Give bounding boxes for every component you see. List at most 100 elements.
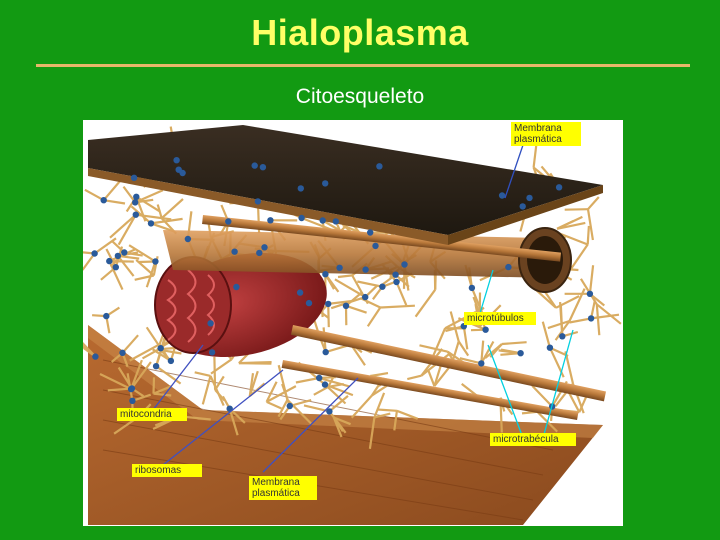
- ribosome-dot: [158, 345, 164, 351]
- filament-strand: [154, 377, 155, 393]
- filament-strand: [162, 199, 183, 218]
- ribosome-dot: [520, 203, 526, 209]
- ribosome-dot: [131, 175, 137, 181]
- filament-strand: [464, 326, 468, 349]
- ribosome-dot: [255, 198, 261, 204]
- ribosome-dot: [392, 272, 398, 278]
- filament-strand: [314, 387, 329, 395]
- ribosome-dot: [478, 360, 484, 366]
- ribosome-dot: [336, 265, 342, 271]
- title-underline: [36, 64, 690, 67]
- filament-strand: [328, 304, 329, 327]
- ribosome-dot: [587, 291, 593, 297]
- ribosome-dot: [152, 258, 158, 264]
- filament-strand: [104, 180, 121, 200]
- ribosome-dot: [121, 249, 127, 255]
- filament-strand: [239, 362, 272, 363]
- filament-strand: [85, 190, 104, 200]
- filament-strand: [195, 372, 211, 376]
- filament-strand: [352, 396, 372, 418]
- ribosome-dot: [260, 164, 266, 170]
- label-mitocondria: mitocondria: [117, 408, 187, 421]
- filament-strand: [119, 215, 136, 245]
- ribosome-dot: [233, 284, 239, 290]
- filament-strand: [296, 378, 319, 383]
- filament-strand: [104, 200, 125, 203]
- ribosome-dot: [128, 386, 134, 392]
- ribosome-dot: [132, 199, 138, 205]
- ribosome-dot: [333, 218, 339, 224]
- cytoskeleton-illustration: Membrana plasmática microtúbulos mitocon…: [83, 120, 623, 526]
- ribosome-dot: [499, 192, 505, 198]
- ribosome-dot: [225, 218, 231, 224]
- ribosome-dot: [209, 349, 215, 355]
- label-microtrabecula: microtrabécula: [490, 433, 576, 446]
- ribosome-dot: [505, 264, 511, 270]
- filament-strand: [407, 376, 421, 379]
- ribosome-dot: [322, 271, 328, 277]
- ribosome-dot: [113, 264, 119, 270]
- filament-strand: [416, 290, 436, 317]
- filament-strand: [571, 245, 588, 269]
- ribosome-dot: [362, 266, 368, 272]
- ribosome-dot: [372, 243, 378, 249]
- ribosome-dot: [103, 313, 109, 319]
- ribosome-dot: [231, 249, 237, 255]
- filament-strand: [374, 393, 384, 418]
- filament-strand: [588, 197, 599, 209]
- ribosome-dot: [101, 197, 107, 203]
- ribosome-dot: [176, 167, 182, 173]
- ribosome-dot: [148, 220, 154, 226]
- ribosome-dot: [106, 258, 112, 264]
- filament-strand: [118, 256, 134, 276]
- filament-strand: [565, 209, 588, 210]
- ribosome-dot: [92, 353, 98, 359]
- label-membrana-plasmatica-top: Membrana plasmática: [511, 122, 581, 146]
- ribosome-dot: [322, 381, 328, 387]
- filament-strand: [357, 282, 382, 287]
- filament-strand: [428, 370, 434, 386]
- ribosome-dot: [547, 345, 553, 351]
- ribosome-dot: [367, 229, 373, 235]
- ribosome-dot: [173, 157, 179, 163]
- ribosome-dot: [133, 194, 139, 200]
- ribosome-dot: [376, 163, 382, 169]
- ribosome-dot: [91, 250, 97, 256]
- ribosome-dot: [287, 403, 293, 409]
- ribosome-dot: [482, 327, 488, 333]
- filament-strand: [338, 275, 352, 277]
- ribosome-dot: [115, 253, 121, 259]
- ribosome-dot: [517, 350, 523, 356]
- filament-strand: [588, 226, 589, 245]
- ribosome-dot: [559, 333, 565, 339]
- ribosome-dot: [256, 250, 262, 256]
- filament-strand: [597, 304, 600, 335]
- filament-strand: [420, 345, 448, 351]
- ribosome-dot: [267, 217, 273, 223]
- filament-strand: [110, 215, 136, 238]
- filament-strand: [590, 265, 593, 294]
- filament-strand: [451, 312, 459, 342]
- filament-strand: [569, 318, 591, 322]
- filament-strand: [123, 335, 139, 353]
- ribosome-dot: [297, 289, 303, 295]
- filament-strand: [380, 306, 415, 308]
- ribosome-dot: [325, 301, 331, 307]
- ribosome-dot: [168, 358, 174, 364]
- ribosome-dot: [185, 236, 191, 242]
- ribosome-dot: [401, 261, 407, 267]
- filament-strand: [267, 402, 282, 409]
- ribosome-dot: [379, 284, 385, 290]
- ribosome-dot: [298, 185, 304, 191]
- ribosome-dot: [153, 363, 159, 369]
- ribosome-dot: [306, 300, 312, 306]
- filament-strand: [502, 342, 527, 344]
- ribosome-dot: [343, 303, 349, 309]
- ribosome-dot: [323, 349, 329, 355]
- filament-strand: [368, 308, 381, 327]
- ribosome-dot: [298, 215, 304, 221]
- label-membrana-plasmatica-bottom: Membrana plasmática: [249, 476, 317, 500]
- filament-strand: [377, 410, 397, 411]
- ribosome-dot: [526, 195, 532, 201]
- ribosome-dot: [316, 375, 322, 381]
